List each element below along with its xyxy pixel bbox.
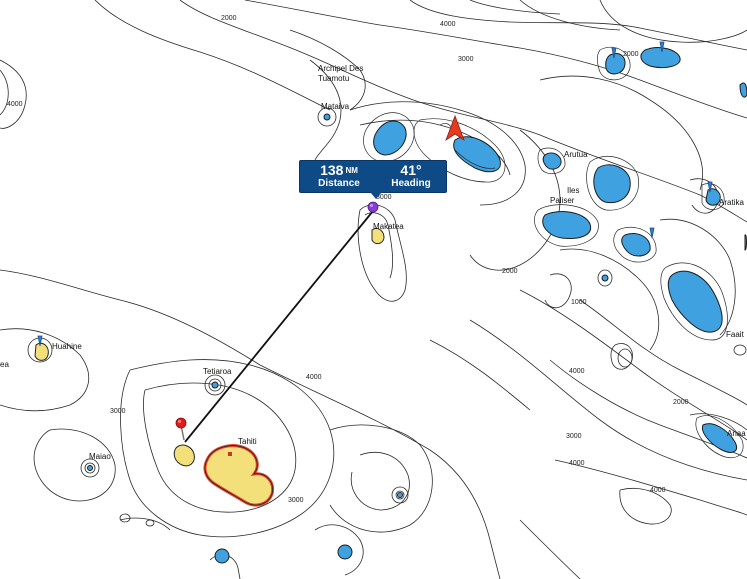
place-label-makatea: Makatea [373,222,404,231]
shallow-water [87,47,747,564]
place-label-tetiaroa: Tetiaroa [203,367,232,376]
place-label-paliser: Paliser [550,196,575,205]
place-label-archipel: Archipel Des [318,64,364,73]
place-label-faait: Faait [726,330,744,339]
place-label-huahine: Huahine [52,342,82,351]
depth-label: 2000 [221,15,237,22]
seamounts [27,107,747,527]
depth-label: 3000 [376,194,392,201]
depth-label: 2000 [623,51,639,58]
depth-label: 4000 [306,374,322,381]
panel-pointer [370,192,382,199]
heading-value: 41° [400,162,422,178]
place-label-tuamotu: Tuamotu [318,74,350,83]
place-label-tahiti: Tahiti [238,437,257,446]
heading-readout: 41° Heading [376,162,446,190]
route-line [184,210,374,443]
place-label-maiao: Maiao [89,452,111,461]
depth-label: 3000 [566,433,582,440]
distance-caption: Distance [318,178,360,189]
place-label-arutua: Arutua [564,150,588,159]
depth-label: 4000 [650,487,666,494]
depth-label: 3000 [458,56,474,63]
place-label-anaa: Anaa [727,429,746,438]
depth-label: 2000 [673,399,689,406]
place-label-ea: ea [0,360,9,369]
depth-label: 4000 [569,368,585,375]
red-pin-icon[interactable] [175,417,187,441]
place-label-iles: Iles [567,186,580,195]
place-label-aratika: Aratika [719,198,744,207]
heading-caption: Heading [391,178,431,189]
depth-label: 4000 [7,101,23,108]
depth-label: 4000 [440,21,456,28]
depth-label: 3000 [288,497,304,504]
islands-land [34,227,385,507]
purple-pin-icon[interactable] [367,201,379,213]
depth-label: 2000 [502,268,518,275]
blue-beacon-icon [37,41,713,347]
place-label-mataiva: Mataiva [321,102,350,111]
depth-label: 1000 [571,299,587,306]
distance-unit: NM [345,166,358,175]
distance-value: 138 [320,162,344,178]
depth-label: 3000 [110,408,126,415]
depth-label: 4000 [569,460,585,467]
red-arrow-icon[interactable] [445,114,465,142]
